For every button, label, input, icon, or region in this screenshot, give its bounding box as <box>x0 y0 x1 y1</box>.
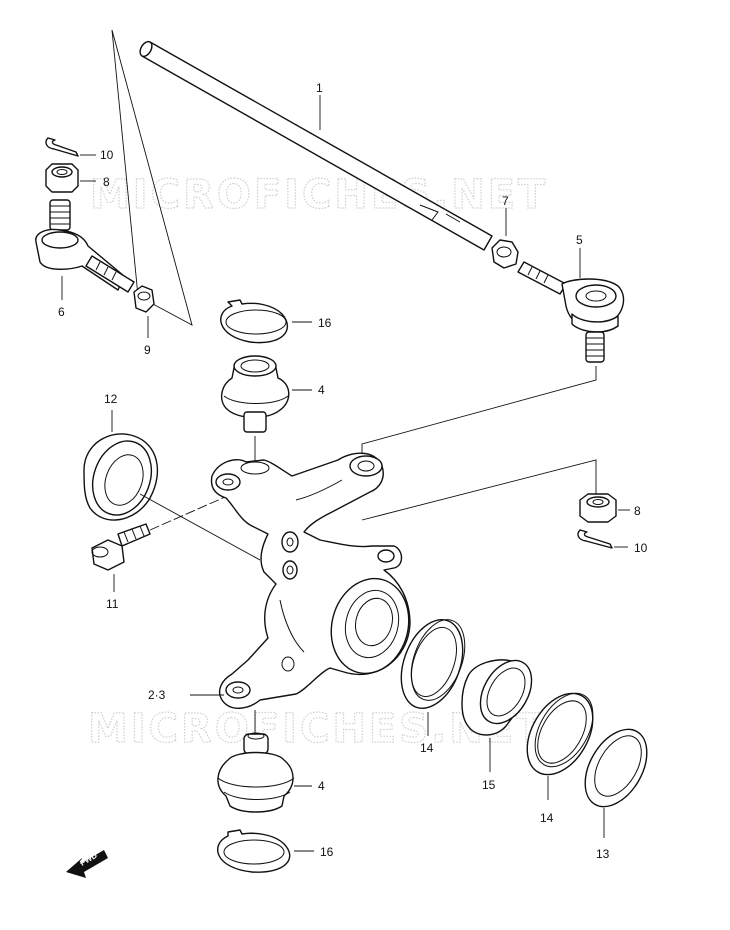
callout-spacer: 15 <box>482 778 496 792</box>
callout-snap-ring-upper: 16 <box>318 316 332 330</box>
ball-joint-upper[interactable] <box>221 355 290 433</box>
lock-nut-right[interactable] <box>491 239 519 269</box>
callout-bolt: 11 <box>106 597 119 611</box>
snap-ring-lower[interactable] <box>217 829 291 873</box>
bearing-outer[interactable] <box>390 611 475 717</box>
guide-line-right-upper <box>361 366 597 456</box>
steering-knuckle[interactable] <box>210 452 420 709</box>
cotter-pin-right[interactable] <box>577 529 613 549</box>
spacer[interactable] <box>461 652 542 736</box>
guide-triangle-left <box>111 29 193 326</box>
bearing-inner[interactable] <box>514 682 606 786</box>
fwd-arrow-icon: FWD <box>66 850 108 878</box>
callout-ball-joint-lower: 4 <box>318 779 325 793</box>
oil-seal-left[interactable] <box>83 433 162 524</box>
callout-cotter-pin-left: 10 <box>100 148 114 162</box>
snap-ring-upper[interactable] <box>220 299 288 344</box>
callout-nut-left: 9 <box>144 343 151 357</box>
castle-nut-left[interactable] <box>45 163 79 193</box>
cotter-pin-left[interactable] <box>45 137 79 157</box>
callout-bearing-outer: 14 <box>420 741 434 755</box>
bolt[interactable] <box>91 523 151 571</box>
watermark-top: MICROFICHES.NET <box>90 172 548 218</box>
callout-dust-seal: 13 <box>596 847 610 861</box>
callout-bearing-inner: 14 <box>540 811 554 825</box>
callout-outer-end-left: 6 <box>58 305 65 319</box>
guide-line-left <box>111 29 139 297</box>
dust-seal[interactable] <box>572 719 659 818</box>
callout-castle-nut-right: 8 <box>634 504 641 518</box>
guide-line-bolt <box>149 493 233 531</box>
callout-cotter-pin-right: 10 <box>634 541 648 555</box>
callout-ball-joint-upper: 4 <box>318 383 325 397</box>
callout-knuckle: 2·3 <box>148 688 166 702</box>
callout-oil-seal-left: 12 <box>104 392 118 406</box>
guide-line-seal <box>139 493 261 561</box>
tie-rod[interactable] <box>138 40 493 251</box>
nut-left[interactable] <box>133 285 155 313</box>
callout-outer-end-right: 5 <box>576 233 583 247</box>
ball-joint-lower[interactable] <box>217 732 295 813</box>
tie-rod-end-left[interactable] <box>35 199 135 293</box>
tie-rod-end-right[interactable] <box>517 261 625 363</box>
castle-nut-right[interactable] <box>579 493 617 523</box>
callout-castle-nut-left: 8 <box>103 175 110 189</box>
guide-line-right-lower <box>361 459 597 521</box>
callout-snap-ring-lower: 16 <box>320 845 334 859</box>
callout-tie-rod: 1 <box>316 81 323 95</box>
callout-lock-nut-right: 7 <box>502 194 509 208</box>
